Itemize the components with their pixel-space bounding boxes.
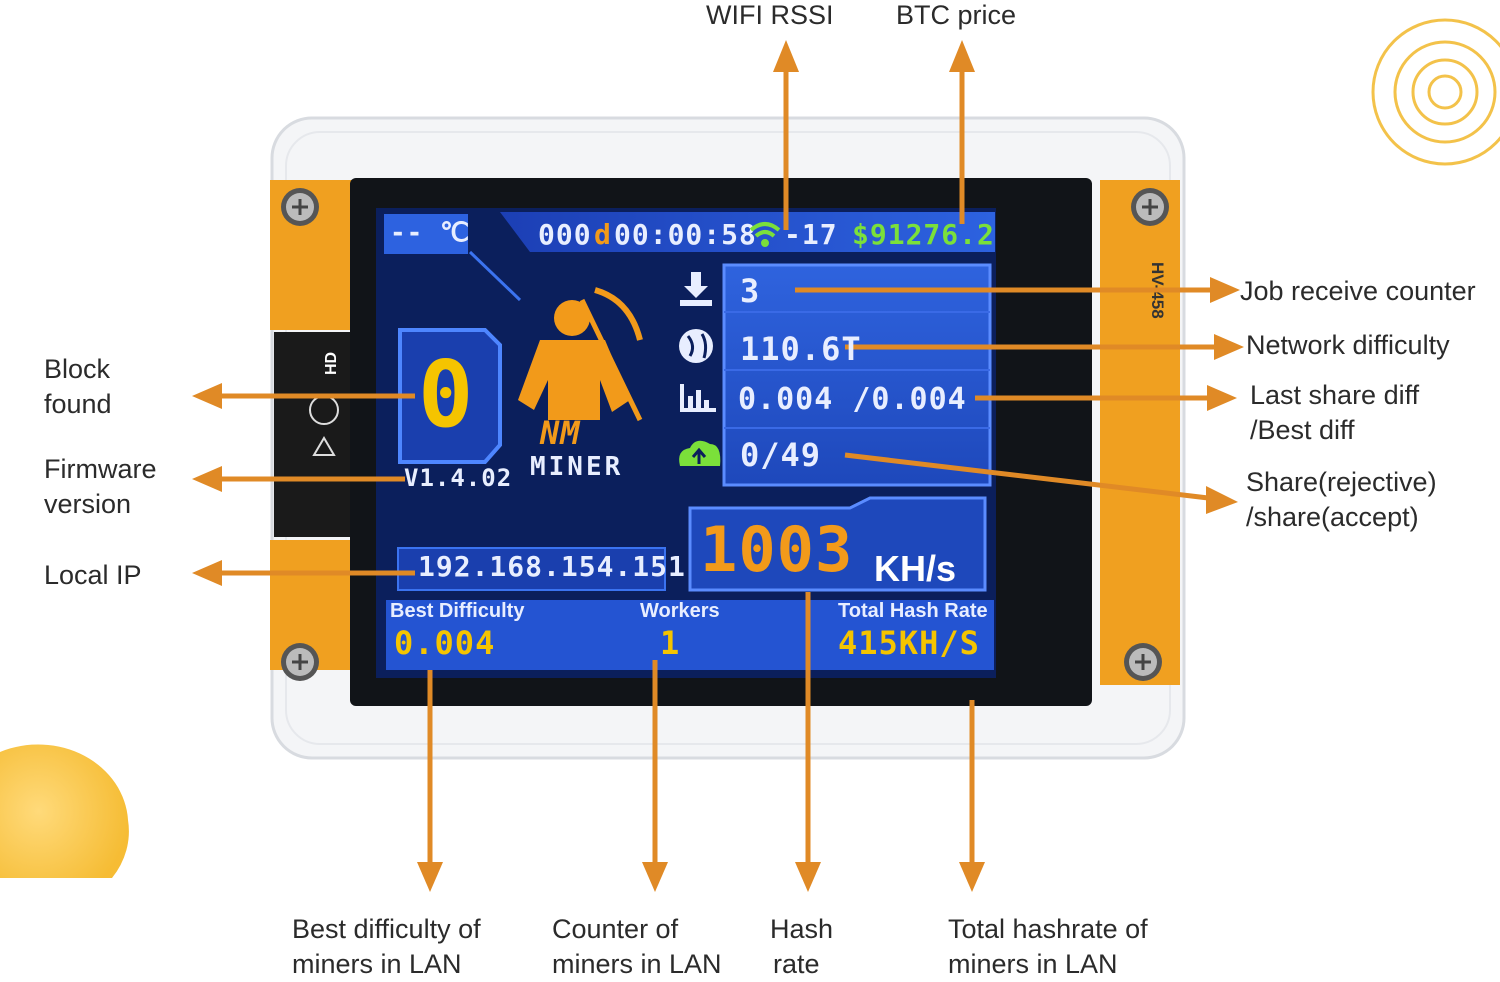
label-line: Best difficulty of: [292, 914, 481, 944]
bar-chart-icon: [680, 384, 716, 412]
label-line: Hash: [770, 914, 834, 944]
label-line: Block: [44, 354, 111, 384]
shares-value: 0/49: [740, 436, 822, 474]
orange-bracket-left: [270, 180, 358, 670]
label-line: /share(accept): [1246, 502, 1419, 532]
decor-half-circle: [0, 744, 129, 878]
wifi-icon: [749, 222, 781, 247]
network-difficulty-value: 110.6T: [740, 330, 862, 368]
label-shares: Share(rejective) /share(accept): [1246, 465, 1437, 535]
hash-rate-unit: KH/s: [874, 548, 957, 589]
side-marking: HD: [323, 352, 340, 375]
annotation-arrows: [198, 48, 1234, 887]
label-job-counter: Job receive counter: [1240, 276, 1476, 306]
logo-miner: MINER: [530, 452, 624, 482]
download-icon: [680, 272, 712, 306]
label-block-found: Block found: [44, 352, 112, 422]
ip-bar: [397, 547, 666, 591]
label-line: miners in LAN: [552, 949, 722, 979]
screw-bottom-left: [281, 643, 319, 681]
label-line: found: [44, 389, 112, 419]
label-firmware: Firmware version: [44, 452, 157, 522]
label-wifi-rssi: WIFI RSSI: [706, 0, 834, 30]
label-total-hashrate: Total hashrate of miners in LAN: [948, 912, 1148, 982]
label-hash-rate: Hash rate: [770, 912, 833, 982]
bottom-panel: [386, 600, 994, 670]
temperature-readout: -- ℃: [390, 218, 471, 248]
label-network-difficulty: Network difficulty: [1246, 330, 1450, 360]
label-line: Firmware: [44, 454, 157, 484]
uptime-day-unit: d: [594, 218, 612, 251]
label-line: rate: [773, 949, 820, 979]
label-line: Counter of: [552, 914, 679, 944]
block-found-box: [398, 328, 502, 464]
upload-cloud-icon: [679, 440, 721, 466]
orange-bracket-right: [1100, 180, 1180, 685]
workers-label: Workers: [640, 600, 720, 622]
logo-nm: NM: [540, 414, 581, 452]
label-local-ip: Local IP: [44, 560, 142, 590]
decor-ripple-icon: [1371, 18, 1500, 166]
firmware-version: V1.4.02: [404, 464, 513, 492]
share-diff-value: 0.004 /0.004: [738, 382, 967, 417]
best-difficulty-label: Best Difficulty: [390, 600, 525, 622]
uptime-days: 000: [538, 218, 592, 251]
hash-rate-panel: [688, 496, 987, 592]
label-last-share-diff: Last share diff /Best diff: [1250, 378, 1419, 448]
divider-line: [468, 250, 522, 302]
label-line: Total hashrate of: [948, 914, 1148, 944]
label-line: Last share diff: [1250, 380, 1420, 410]
label-line: version: [44, 489, 132, 519]
job-counter-value: 3: [740, 272, 761, 310]
label-counter-miners: Counter of miners in LAN: [552, 912, 722, 982]
screw-bottom-right: [1124, 643, 1162, 681]
label-best-difficulty: Best difficulty of miners in LAN: [292, 912, 481, 982]
screw-top-left: [281, 188, 319, 226]
globe-icon: [679, 329, 713, 363]
label-line: miners in LAN: [292, 949, 462, 979]
temperature-box: [384, 214, 468, 254]
block-found-value: 0: [418, 341, 475, 448]
total-hash-value: 415KH/S: [838, 624, 980, 662]
hash-rate-value: 1003: [700, 513, 854, 586]
label-line: /Best diff: [1250, 415, 1355, 445]
label-line: Share(rejective): [1246, 467, 1437, 497]
uptime-time: 00:00:58: [614, 218, 757, 251]
total-hash-label: Total Hash Rate: [838, 600, 988, 622]
top-status-bar: [500, 212, 995, 252]
best-difficulty-value: 0.004: [394, 624, 496, 662]
arrow-heads: [192, 40, 1244, 892]
screw-top-right: [1131, 188, 1169, 226]
local-ip-value: 192.168.154.151: [418, 550, 686, 583]
info-panel: [722, 263, 992, 487]
label-line: miners in LAN: [948, 949, 1118, 979]
wifi-rssi-value: -17: [784, 218, 838, 251]
btc-price-value: $91276.2: [852, 218, 995, 251]
label-btc-price: BTC price: [896, 0, 1017, 30]
workers-value: 1: [660, 624, 681, 662]
miner-logo-icon: [518, 287, 643, 422]
